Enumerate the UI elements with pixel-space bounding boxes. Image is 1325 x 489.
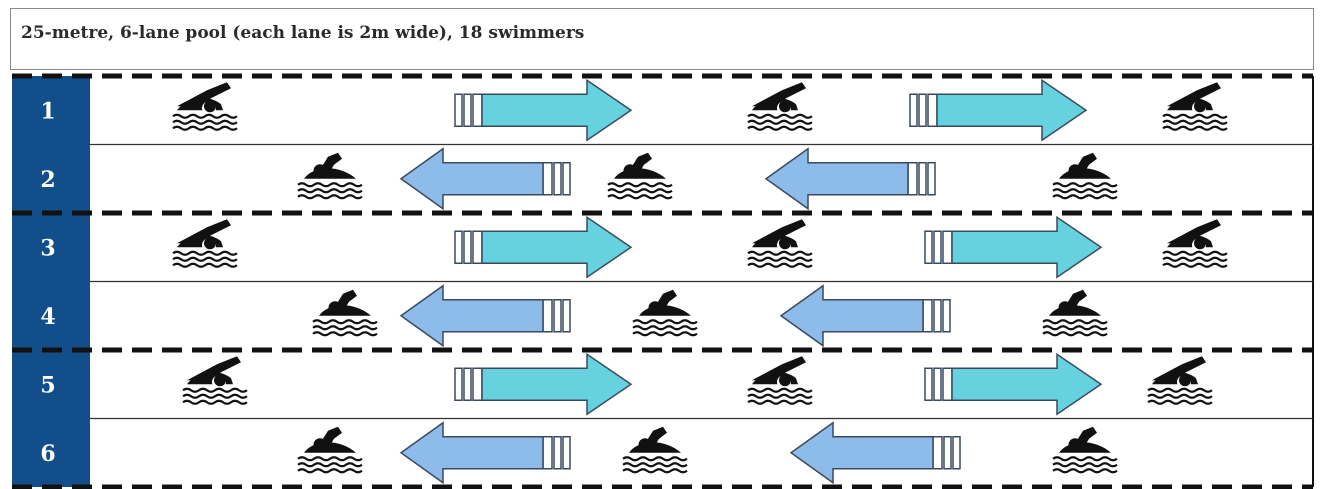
swimmer-icon	[746, 355, 814, 405]
lane-number-box	[12, 281, 90, 350]
swimmer-icon	[171, 218, 239, 268]
arrow-left-icon	[399, 147, 571, 211]
swimmer-icon	[296, 425, 364, 474]
swimmer-icon	[1041, 288, 1109, 337]
swimmer-icon	[631, 288, 699, 337]
lane-number-box	[12, 350, 90, 419]
swimmer-icon	[606, 151, 674, 200]
swimmer-icon	[171, 81, 239, 131]
swimmer-icon	[746, 218, 814, 268]
arrow-right-icon	[924, 352, 1103, 416]
swimmer-icon	[311, 288, 379, 337]
arrow-right-icon	[454, 78, 633, 142]
arrow-left-icon	[789, 421, 961, 485]
arrow-left-icon	[399, 421, 571, 485]
lane-number-box	[12, 144, 90, 213]
arrow-right-icon	[454, 352, 633, 416]
arrow-left-icon	[779, 284, 951, 348]
swimmer-icon	[296, 151, 364, 200]
diagram-title: 25-metre, 6-lane pool (each lane is 2m w…	[21, 23, 585, 43]
swimmer-icon	[746, 81, 814, 131]
title-box: 25-metre, 6-lane pool (each lane is 2m w…	[10, 8, 1314, 70]
swimmer-icon	[181, 355, 249, 405]
swimmer-icon	[621, 425, 689, 474]
lane-number-box	[12, 76, 90, 145]
lane-number-box	[12, 418, 90, 487]
lane-number-2: 2	[40, 167, 55, 193]
lane-number-3: 3	[40, 235, 55, 261]
swimmer-icon	[1051, 425, 1119, 474]
arrow-right-icon	[909, 78, 1088, 142]
lane-number-1: 1	[40, 98, 55, 124]
lane-number-5: 5	[40, 372, 55, 398]
swimmer-icon	[1051, 151, 1119, 200]
lane-number-4: 4	[40, 304, 55, 330]
swimmer-icon	[1146, 355, 1214, 405]
arrow-left-icon	[764, 147, 936, 211]
lane-number-6: 6	[40, 441, 55, 467]
lane-number-box	[12, 213, 90, 282]
swimmer-icon	[1161, 218, 1229, 268]
arrow-left-icon	[399, 284, 571, 348]
arrow-right-icon	[454, 215, 633, 279]
arrow-right-icon	[924, 215, 1103, 279]
swimmer-icon	[1161, 81, 1229, 131]
